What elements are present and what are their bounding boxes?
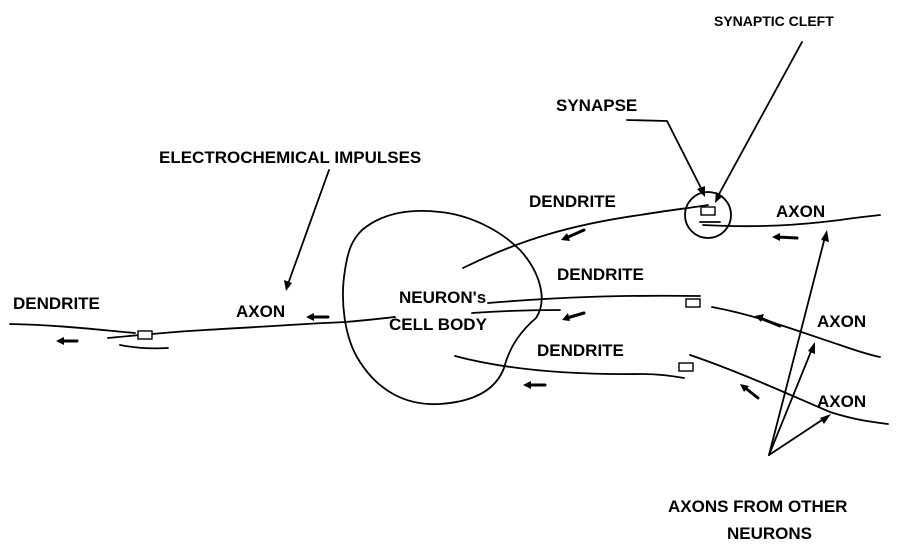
terminal-box-middle: [686, 299, 700, 307]
impulse-arrow-lower-dendrite: [523, 381, 545, 389]
impulse-arrow-top-dendrite: [561, 230, 584, 241]
label-axon-main: AXON: [236, 302, 285, 321]
terminal-box-lower: [679, 363, 693, 371]
label-cell-body-line2: CELL BODY: [389, 315, 488, 334]
label-synaptic-cleft: SYNAPTIC CLEFT: [714, 13, 834, 29]
axon-bottom-right-line: [690, 355, 888, 424]
label-axons-from-other-line2: NEURONS: [727, 524, 812, 543]
label-synapse: SYNAPSE: [556, 96, 637, 115]
impulse-arrow-main-axon: [306, 313, 328, 321]
dendrite-middle-line: [488, 296, 700, 303]
impulse-arrow-middle-axon: [755, 314, 780, 326]
label-axon-middle-right: AXON: [817, 312, 866, 331]
impulse-arrow-left-dendrite: [56, 337, 77, 345]
pointer-synapse: [627, 120, 705, 197]
label-dendrite-lower: DENDRITE: [537, 341, 624, 360]
label-dendrite-top: DENDRITE: [529, 192, 616, 211]
main-axon-line: [10, 324, 135, 333]
label-dendrite-left: DENDRITE: [13, 294, 100, 313]
label-axons-from-other-line1: AXONS FROM OTHER: [668, 497, 847, 516]
label-axon-bottom-right: AXON: [817, 392, 866, 411]
impulse-arrow-bottom-axon: [740, 384, 758, 398]
pointer-electrochemical: [284, 170, 329, 291]
synaptic-cleft-box: [701, 207, 715, 215]
label-dendrite-middle: DENDRITE: [557, 265, 644, 284]
label-axon-top-right: AXON: [776, 202, 825, 221]
pointer-axons-from-other: [769, 230, 831, 455]
main-axon-end: [120, 345, 168, 348]
pointer-synaptic-cleft: [715, 42, 802, 203]
cell-body-outline: [343, 211, 542, 404]
dendrite-middle-underline: [472, 310, 560, 313]
impulse-arrow-top-axon: [772, 233, 797, 241]
label-electrochemical-impulses: ELECTROCHEMICAL IMPULSES: [159, 148, 421, 167]
impulse-arrow-middle-dendrite: [562, 313, 584, 321]
terminal-box-left: [138, 331, 152, 339]
label-cell-body-line1: NEURON's: [399, 288, 486, 307]
dendrite-top-line: [463, 205, 708, 268]
